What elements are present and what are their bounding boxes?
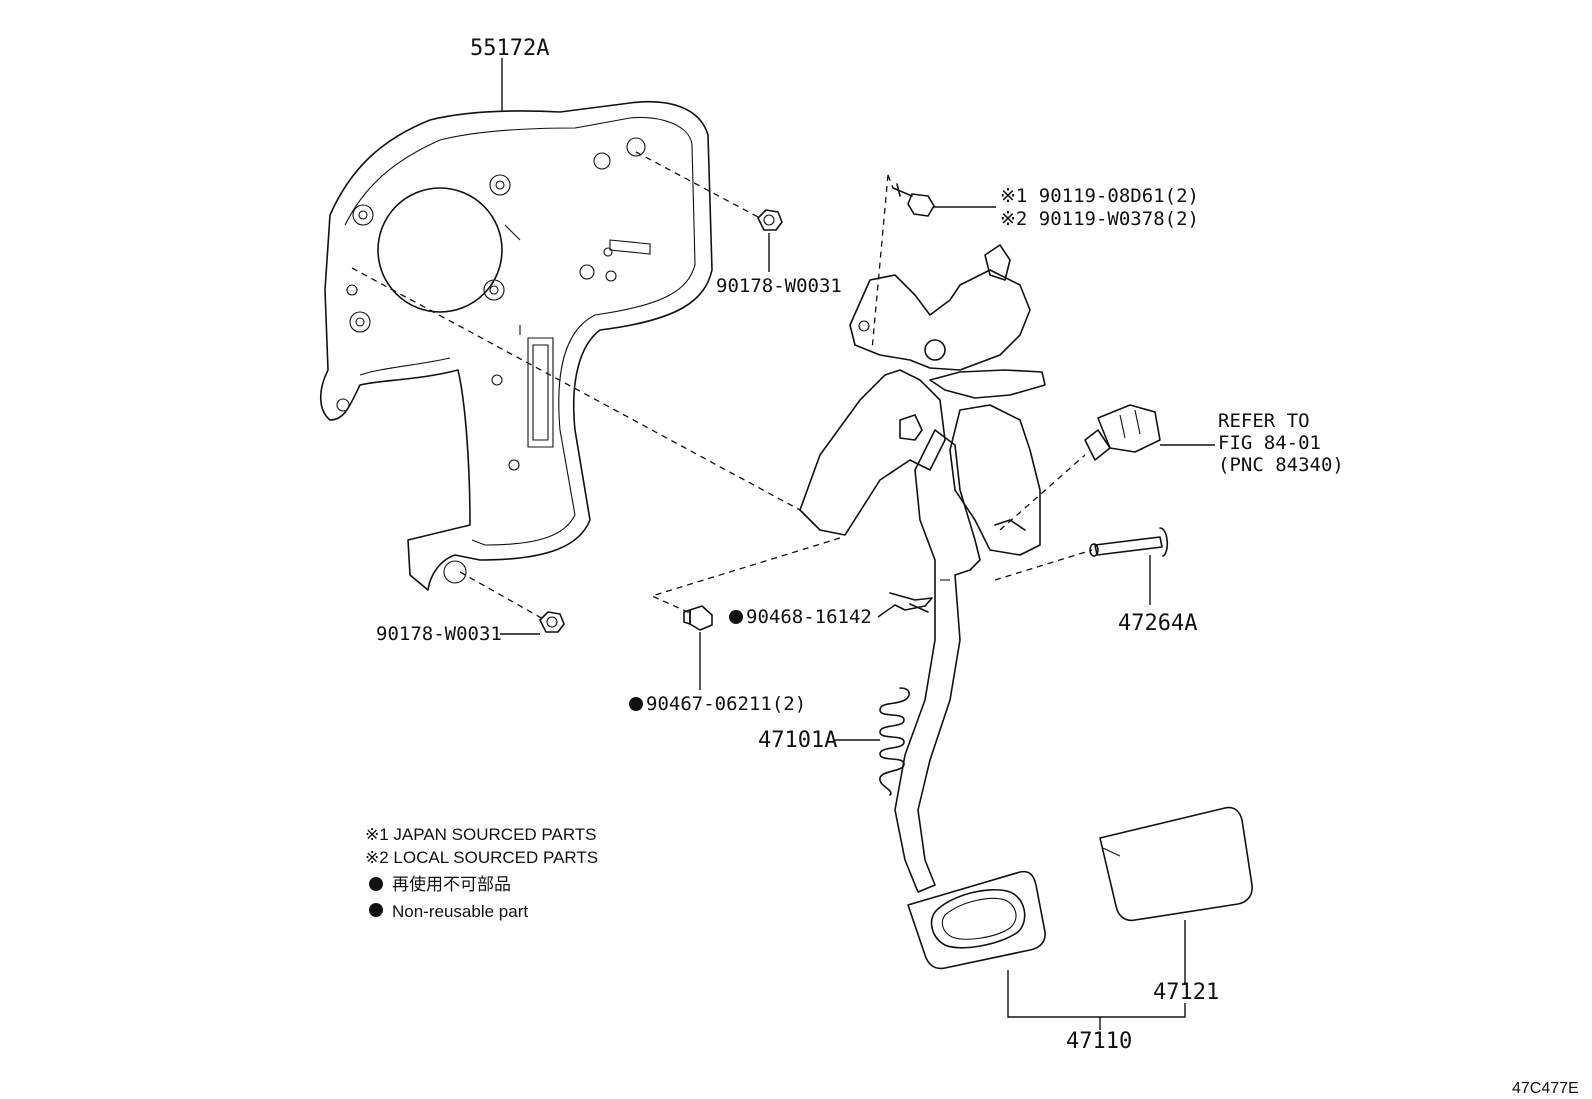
label-refer-fig: FIG 84-01 [1218, 432, 1321, 454]
label-pedal-assy-47110: 47110 [1066, 1029, 1132, 1054]
label-bracket-55172a: 55172A [470, 36, 549, 61]
brake-pedal-plate[interactable] [907, 870, 1046, 970]
figure-code: 47C477E [1512, 1080, 1579, 1097]
label-refer-to: REFER TO [1218, 410, 1310, 432]
leader-lines [500, 58, 1215, 1030]
flange-nut-lower[interactable] [539, 611, 565, 633]
pedal-bushing[interactable] [683, 605, 713, 631]
label-bolt-local: ※2 90119-W0378(2) [1000, 208, 1199, 230]
label-bushing: 90467-06211(2) [646, 693, 806, 715]
stop-lamp-switch[interactable] [1084, 404, 1161, 461]
clevis-pin[interactable] [1089, 527, 1169, 557]
label-refer-pnc: (PNC 84340) [1218, 454, 1344, 476]
legend-japan-sourced: ※1 JAPAN SOURCED PARTS [365, 825, 597, 844]
label-nut-upper: 90178-W0031 [716, 275, 842, 297]
return-spring[interactable] [879, 687, 910, 796]
label-bolt-japan: ※1 90119-08D61(2) [1000, 185, 1199, 207]
label-clip: 90468-16142 [746, 606, 872, 628]
retaining-clip[interactable] [889, 592, 933, 613]
legend-non-reusable-jp: 再使用不可部品 [392, 874, 511, 894]
label-spring-47101a: 47101A [758, 728, 837, 753]
brake-pedal-arm[interactable] [799, 244, 1046, 893]
legend-local-sourced: ※2 LOCAL SOURCED PARTS [365, 848, 598, 867]
label-pin-47264a: 47264A [1118, 611, 1197, 636]
label-nut-lower: 90178-W0031 [376, 623, 502, 645]
legend-non-reusable-en: Non-reusable part [392, 902, 528, 921]
dashed-guide-lines [351, 151, 1093, 621]
pedal-support-bracket[interactable] [319, 100, 713, 591]
legend: ※1 JAPAN SOURCED PARTS ※2 LOCAL SOURCED … [365, 825, 598, 921]
legend-dot-icon-1 [369, 877, 383, 891]
pedal-pad-47121[interactable] [1099, 806, 1253, 922]
bolt[interactable] [892, 183, 935, 217]
flange-nut-upper[interactable] [757, 209, 783, 231]
legend-dot-icon-2 [369, 903, 383, 917]
label-pad-47121: 47121 [1153, 980, 1219, 1005]
non-reusable-marker-clip [729, 610, 743, 624]
non-reusable-marker-bushing [629, 697, 643, 711]
